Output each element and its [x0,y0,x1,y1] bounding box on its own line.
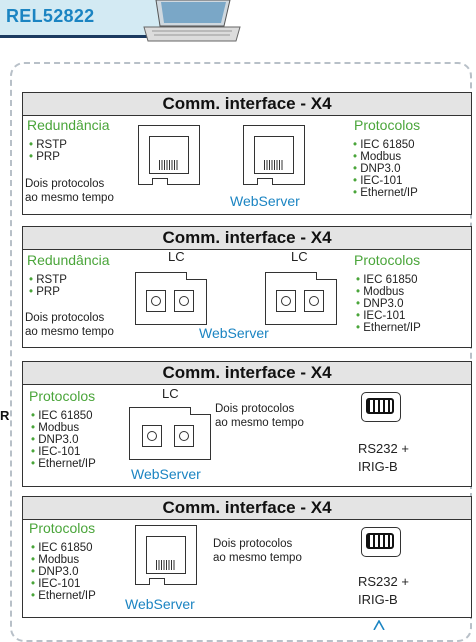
list-item: IEC 61850 [356,274,421,286]
dual-protocol-note: Dois protocolos ao mesmo tempo [25,312,114,338]
list-item: Ethernet/IP [31,590,96,602]
list-item: IEC 61850 [31,410,96,422]
list-item: DNP3.0 [31,566,96,578]
rs232-irig-label: RS232 + IRIG-B [358,441,409,474]
lc-label: LC [168,249,185,264]
webserver-label: WebServer [199,325,269,341]
dual-protocol-note: Dois protocolos ao mesmo tempo [213,538,302,564]
comm-card-4: Comm. interface - X4 Protocolos IEC 6185… [22,496,472,618]
comm-card-1: Comm. interface - X4 Redundância RSTP PR… [22,92,472,215]
lc-fiber-port [265,272,337,325]
protocols-heading: Protocolos [29,388,96,404]
list-item: IEC-101 [31,446,96,458]
arrow-up-icon [373,620,385,630]
list-item: Modbus [31,422,96,434]
webserver-label: WebServer [131,466,201,482]
lc-label: LC [162,386,179,401]
rj45-port [243,125,305,185]
list-item: IEC 61850 [31,542,96,554]
card-title: Comm. interface - X4 [23,227,471,250]
redundancy-heading: Redundância [27,252,110,268]
rj45-port [138,125,200,185]
list-item: Ethernet/IP [356,322,421,334]
comm-card-3: Comm. interface - X4 Protocolos IEC 6185… [22,361,472,487]
protocols-heading: Protocolos [354,117,421,133]
list-item: IEC-101 [356,310,421,322]
lc-fiber-port [129,407,211,460]
list-item: IEC-101 [31,578,96,590]
protocols-list: IEC 61850 Modbus DNP3.0 IEC-101 Ethernet… [356,274,421,334]
list-item: DNP3.0 [31,434,96,446]
list-item: Modbus [353,151,418,163]
rs232-irig-label: RS232 + IRIG-B [358,574,409,607]
dual-protocol-note: Dois protocolos ao mesmo tempo [25,178,114,204]
model-label: REL52822 [0,0,162,38]
protocols-heading: Protocolos [29,520,96,536]
webserver-label: WebServer [125,596,195,612]
dual-protocol-note: Dois protocolos ao mesmo tempo [215,403,304,429]
list-item: PRP [29,151,67,163]
lc-fiber-port [135,272,207,325]
list-item: DNP3.0 [353,163,418,175]
list-item: PRP [29,286,67,298]
list-item: RSTP [29,274,67,286]
list-item: Ethernet/IP [31,458,96,470]
comm-card-2: Comm. interface - X4 Redundância RSTP PR… [22,226,472,348]
list-item: Ethernet/IP [353,187,418,199]
list-item: IEC-101 [353,175,418,187]
rs232-serial-port [361,527,401,557]
list-item: DNP3.0 [356,298,421,310]
webserver-label: WebServer [230,193,300,209]
protocols-list: IEC 61850 Modbus DNP3.0 IEC-101 Ethernet… [353,139,418,199]
list-item: Modbus [31,554,96,566]
lc-label: LC [291,249,308,264]
laptop-icon [143,0,241,42]
model-name: REL52822 [6,6,95,26]
rj45-port [135,525,197,585]
redundancy-list: RSTP PRP [29,274,67,298]
protocols-heading: Protocolos [354,252,421,268]
list-item: RSTP [29,139,67,151]
redundancy-list: RSTP PRP [29,139,67,163]
side-letter: R [0,408,10,423]
card-title: Comm. interface - X4 [23,497,471,520]
rs232-serial-port [361,392,401,422]
list-item: Modbus [356,286,421,298]
card-title: Comm. interface - X4 [23,93,471,116]
protocols-list: IEC 61850 Modbus DNP3.0 IEC-101 Ethernet… [31,410,96,470]
redundancy-heading: Redundância [27,117,110,133]
list-item: IEC 61850 [353,139,418,151]
card-title: Comm. interface - X4 [23,362,471,385]
protocols-list: IEC 61850 Modbus DNP3.0 IEC-101 Ethernet… [31,542,96,602]
